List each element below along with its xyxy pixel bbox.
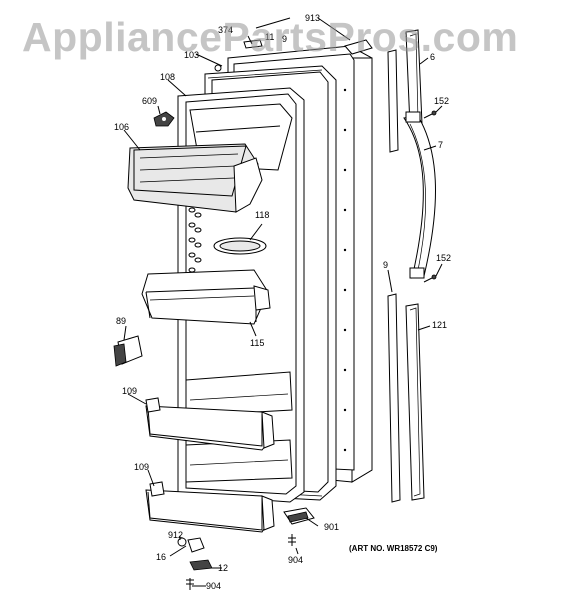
callout-115: 115: [250, 338, 264, 348]
art-number: (ART NO. WR18572 C9): [349, 544, 438, 553]
callout-7: 7: [438, 140, 443, 150]
callout-6: 6: [430, 52, 435, 62]
callout-106: 106: [114, 122, 129, 132]
bottle-retainer: [113, 335, 143, 367]
door-bin-lower: [145, 481, 275, 533]
callout-89: 89: [116, 316, 126, 326]
callout-108: 108: [160, 72, 175, 82]
callout-118: 118: [255, 210, 269, 220]
handle-trim-upper-9: [387, 49, 399, 153]
callout-609: 609: [142, 96, 157, 106]
dairy-hinge: [153, 111, 175, 127]
door-panel-holes: [343, 88, 347, 452]
dairy-door: [127, 143, 263, 213]
callout-16: 16: [156, 552, 166, 562]
hinge-cover-901: [283, 507, 315, 525]
butter-tray: [213, 237, 267, 255]
callout-152-upper: 152: [434, 96, 449, 106]
callout-9-top: 9: [282, 34, 287, 44]
callout-152-lower: 152: [436, 253, 451, 263]
leader-lines: [123, 17, 443, 587]
handle-trim-121: [405, 303, 425, 501]
door-shelf-115: [141, 269, 271, 325]
small-hardware: [177, 534, 296, 590]
callout-121: 121: [432, 320, 447, 330]
handle-trim-lower-9: [387, 293, 401, 503]
callout-12: 12: [218, 563, 228, 573]
callout-374: 374: [218, 25, 233, 35]
door-bin-upper: [145, 397, 275, 451]
callout-11: 11: [265, 32, 274, 42]
handle-7: [403, 111, 436, 279]
callout-109-upper: 109: [122, 386, 137, 396]
liner-shelf-rails: [188, 207, 202, 273]
callout-109-lower: 109: [134, 462, 149, 472]
callout-103: 103: [184, 50, 199, 60]
callout-labels: 913 374 11 9 103 108 609 106 6 152 7 118…: [114, 13, 451, 591]
callout-904-mid: 904: [288, 555, 303, 565]
callout-901: 901: [324, 522, 339, 532]
screw-152-lower: [423, 274, 437, 283]
callout-913: 913: [305, 13, 320, 23]
screw-152-upper: [423, 110, 437, 119]
callout-904-lower: 904: [206, 581, 221, 591]
callout-9-mid: 9: [383, 260, 388, 270]
callout-912: 912: [168, 530, 183, 540]
